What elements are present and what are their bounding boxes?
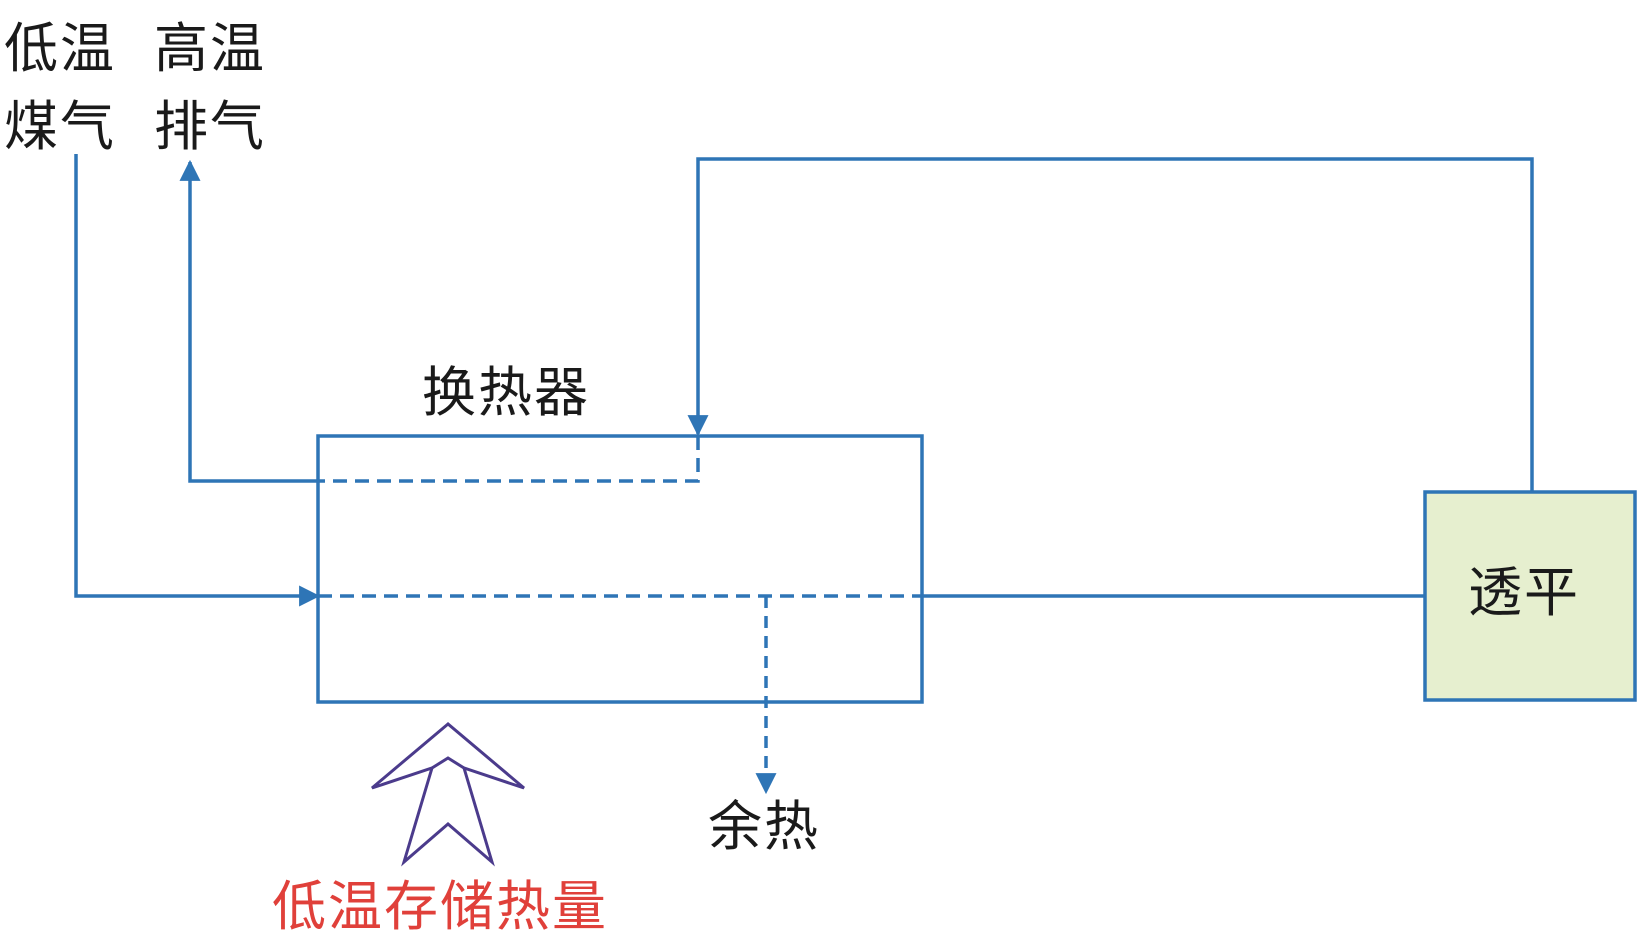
low-temp-heat-storage-label: 低温存储热量 <box>272 875 608 938</box>
turbine-box <box>1423 490 1637 702</box>
turbine-label: 透平 <box>1468 561 1580 624</box>
low-temp-gas-label: 低温煤气 <box>4 17 116 158</box>
heat-exchanger-label: 换热器 <box>422 361 590 424</box>
heat-exchanger-box <box>316 434 924 704</box>
cold-gas-inlet-line <box>74 154 321 607</box>
waste-heat-label: 余热 <box>708 795 820 858</box>
exhaust-flow-dashed-line <box>318 436 700 483</box>
hot-exhaust-outlet-line <box>179 159 318 483</box>
double-up-arrow-icon <box>371 722 525 867</box>
high-temp-exhaust-label: 高温排气 <box>154 17 266 158</box>
turbine-exhaust-loop-line <box>687 157 1534 492</box>
